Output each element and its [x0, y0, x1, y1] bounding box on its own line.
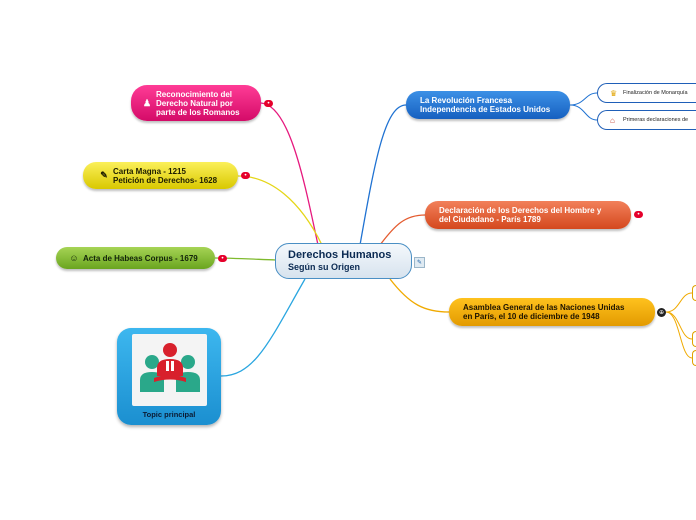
topic-habeas-corpus[interactable]: ☺ Acta de Habeas Corpus - 1679: [56, 247, 215, 269]
topic-asamblea-general[interactable]: Asamblea General de las Naciones Unidas …: [449, 298, 655, 326]
topic-line: Asamblea General de las Naciones Unidas: [463, 303, 625, 312]
central-topic[interactable]: Derechos Humanos Según su Origen: [275, 243, 412, 279]
meeting-people-icon: [132, 334, 207, 406]
collapse-toggle[interactable]: •: [264, 100, 273, 107]
topic-line: Derecho Natural por: [156, 98, 233, 108]
subtopic-stub[interactable]: [692, 350, 696, 366]
pencil-icon: ✎: [100, 170, 108, 180]
collapse-toggle[interactable]: •: [241, 172, 250, 179]
topic-line: Independencia de Estados Unidos: [420, 105, 551, 114]
expand-multi-icon[interactable]: ⊕: [657, 308, 666, 317]
subtopic-label: Finalización de Monarquía: [623, 90, 688, 96]
note-icon[interactable]: ✎: [414, 257, 425, 268]
topic-asamblea-general-label: Asamblea General de las Naciones Unidas …: [463, 303, 624, 321]
subtopic-finalizacion-monarquia[interactable]: ♛ Finalización de Monarquía: [597, 83, 696, 103]
topic-line: Petición de Derechos- 1628: [113, 175, 218, 185]
topic-derecho-natural-label: Reconocimiento del Derecho Natural por p…: [156, 90, 240, 117]
connector-gold: [389, 278, 450, 313]
connector-gold-sub3: [665, 311, 693, 359]
connector-blue: [359, 104, 407, 246]
connector-sub1: [569, 92, 598, 106]
central-topic-title: Derechos Humanos: [288, 249, 392, 261]
connector-pink: [260, 102, 319, 246]
subtopic-stub[interactable]: [692, 285, 696, 301]
subtopic-stub[interactable]: [692, 331, 696, 347]
topic-line: Declaración de los Derechos del Hombre y: [439, 206, 602, 215]
connector-orange: [379, 214, 426, 246]
topic-line: La Revolución Francesa: [420, 96, 513, 105]
topic-carta-magna[interactable]: ✎ Carta Magna - 1215 Petición de Derecho…: [83, 162, 238, 189]
person-icon: ☺: [69, 252, 79, 263]
subtopic-label: Primeras declaraciones de: [623, 117, 689, 123]
topic-revolucion-francesa-label: La Revolución Francesa Independencia de …: [420, 96, 550, 114]
topic-line: Reconocimiento del: [156, 89, 233, 99]
topic-line: en París, el 10 de diciembre de 1948: [463, 312, 600, 321]
topic-declaracion-derechos[interactable]: Declaración de los Derechos del Hombre y…: [425, 201, 631, 229]
connector-gold-sub2: [665, 311, 693, 340]
topic-habeas-corpus-label: Acta de Habeas Corpus - 1679: [83, 253, 198, 263]
topic-principal[interactable]: Topic principal: [117, 328, 221, 425]
connector-gold-sub1: [665, 292, 693, 313]
connector-sub2: [569, 104, 598, 121]
crown-icon: ♛: [610, 88, 618, 98]
topic-line: parte de los Romanos: [156, 107, 240, 117]
collapse-toggle[interactable]: •: [634, 211, 643, 218]
topic-principal-label: Topic principal: [142, 410, 196, 419]
collapse-toggle[interactable]: •: [218, 255, 227, 262]
topic-declaracion-derechos-label: Declaración de los Derechos del Hombre y…: [439, 206, 601, 224]
connector-yellow: [237, 175, 323, 246]
chess-pawn-icon: ♟: [142, 97, 152, 108]
topic-derecho-natural[interactable]: ♟ Reconocimiento del Derecho Natural por…: [131, 85, 261, 121]
topic-revolucion-francesa[interactable]: La Revolución Francesa Independencia de …: [406, 91, 570, 119]
central-topic-subtitle: Según su Origen: [288, 262, 361, 272]
subtopic-primeras-declaraciones[interactable]: ⌂ Primeras declaraciones de: [597, 110, 696, 130]
house-icon: ⌂: [610, 115, 615, 125]
topic-carta-magna-label: Carta Magna - 1215 Petición de Derechos-…: [113, 167, 217, 185]
topic-line: Carta Magna - 1215: [113, 166, 186, 176]
connector-topic: [220, 278, 306, 377]
topic-line: del Ciudadano - París 1789: [439, 215, 541, 224]
